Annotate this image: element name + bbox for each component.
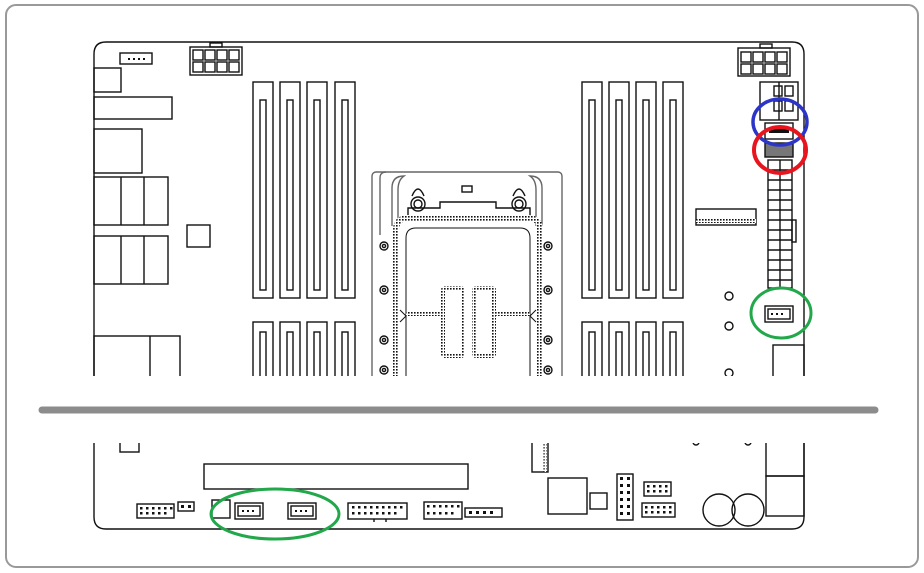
blue-highlight-circle — [751, 97, 809, 147]
fan-header-bottom-2 — [287, 502, 317, 520]
fan-header-right — [764, 305, 794, 323]
board-outline-top — [93, 41, 805, 376]
usb-header — [347, 502, 408, 522]
small-component-left — [119, 443, 140, 453]
right-edge-blocks-bottom — [765, 443, 805, 517]
system-header — [423, 501, 463, 520]
green-highlight-circle-right — [749, 286, 813, 340]
dimm-slots-left — [252, 81, 356, 376]
jumper-2pin — [177, 501, 195, 512]
pcie-slot — [203, 463, 469, 490]
power-connector-8pin-right — [737, 43, 791, 77]
right-edge-block — [772, 344, 805, 376]
rear-io-blocks — [93, 67, 211, 376]
fan-header-bottom-1 — [234, 502, 264, 520]
power-connector-8pin-left — [189, 42, 243, 76]
tpm-header — [464, 507, 503, 518]
battery-holders — [702, 493, 765, 527]
header-block-a — [643, 481, 672, 497]
chipset — [547, 477, 588, 515]
mounting-holes-right — [724, 291, 734, 376]
small-chip — [589, 492, 608, 510]
vertical-strip — [531, 443, 549, 473]
front-panel-header-left — [136, 503, 175, 519]
green-highlight-circle-bottom — [209, 487, 341, 541]
dimm-slots-right — [581, 81, 684, 376]
board-bottom-section — [93, 443, 805, 530]
fan-header-top-left — [119, 52, 153, 65]
header-block-b — [641, 502, 676, 518]
header-column — [616, 473, 634, 521]
board-outline-bottom — [93, 443, 805, 530]
cpu-socket — [371, 171, 563, 376]
red-highlighted-header — [764, 142, 794, 158]
power-connector-4pin-top-right — [759, 81, 799, 121]
outer-frame — [5, 4, 919, 568]
red-highlight-circle — [752, 125, 808, 175]
slim-connector — [695, 208, 757, 226]
mounting-holes-bottom — [692, 443, 752, 446]
